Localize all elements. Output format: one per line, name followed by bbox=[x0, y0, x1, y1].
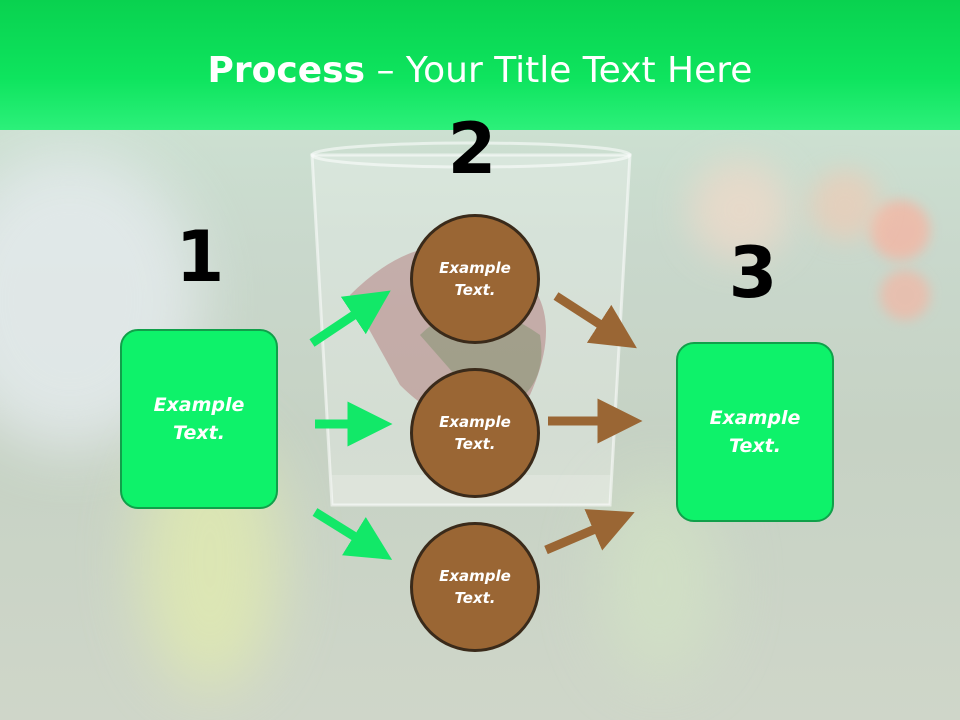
circle-text: Example Text. bbox=[439, 566, 511, 608]
arrow-1-to-2-bottom bbox=[312, 508, 393, 560]
title-bold: Process bbox=[207, 50, 366, 91]
step-2-circle-middle: Example Text. bbox=[410, 368, 540, 498]
arrow-2-to-3-bottom bbox=[544, 509, 635, 555]
step-1-box: Example Text. bbox=[120, 329, 278, 509]
step-2-circle-top: Example Text. bbox=[410, 214, 540, 344]
arrow-2-to-3-top bbox=[553, 292, 637, 349]
step-2-number: 2 bbox=[447, 108, 497, 190]
step-3-box: Example Text. bbox=[676, 342, 834, 522]
title-bar bbox=[0, 0, 960, 130]
step-1-text: Example Text. bbox=[153, 393, 245, 445]
step-1-number: 1 bbox=[175, 216, 225, 298]
circle-text: Example Text. bbox=[439, 258, 511, 300]
step-2-circle-bottom: Example Text. bbox=[410, 522, 540, 652]
step-3-number: 3 bbox=[728, 232, 778, 314]
arrow-1-to-2-top bbox=[309, 290, 391, 347]
title-rest: – Your Title Text Here bbox=[365, 50, 753, 91]
page-title: Process – Your Title Text Here bbox=[0, 50, 960, 91]
step-3-text: Example Text. bbox=[709, 406, 801, 458]
circle-text: Example Text. bbox=[439, 412, 511, 454]
